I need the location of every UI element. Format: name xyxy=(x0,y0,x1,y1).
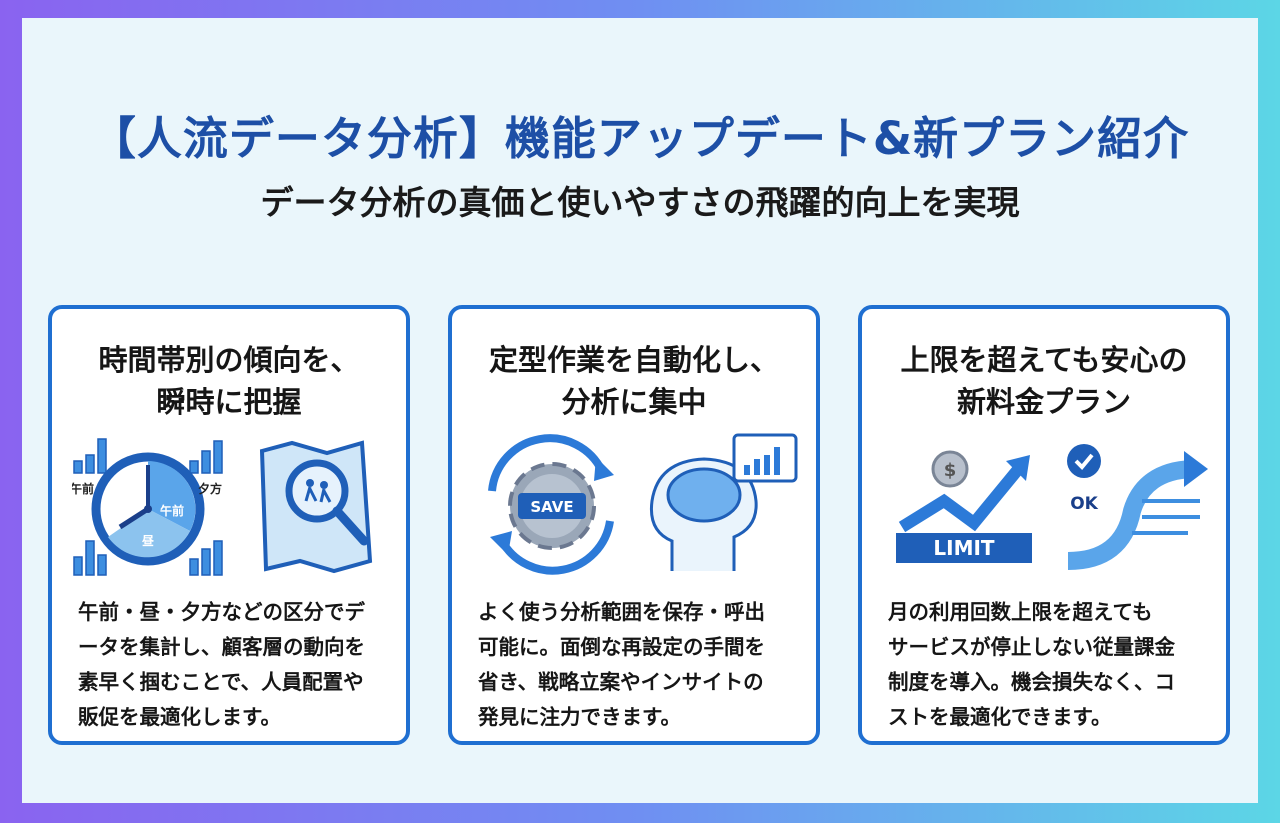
clock-map-illustration: 午前 夕方 午前 昼 xyxy=(70,431,386,581)
card-description: よく使う分析範囲を保存・呼出可能に。面倒な再設定の手間を省き、戦略立案やインサイ… xyxy=(478,600,765,729)
svg-text:夕方: 夕方 xyxy=(198,481,222,496)
svg-text:OK: OK xyxy=(1070,494,1098,514)
page-subtitle: データ分析の真価と使いやすさの飛躍的向上を実現 xyxy=(260,183,1020,222)
ok-check-icon: OK xyxy=(1067,444,1208,570)
svg-text:午前: 午前 xyxy=(160,503,184,518)
card-pricing-plan: 上限を超えても安心の新料金プラン $ LIMIT OK 月の利用回数上限を超えて… xyxy=(858,305,1230,745)
card-automation: 定型作業を自動化し、分析に集中 SAVE よく使う分析範囲を保存・呼出可能に。面… xyxy=(448,305,820,745)
limit-ok-illustration: $ LIMIT OK xyxy=(882,431,1208,581)
map-magnifier-icon xyxy=(259,440,373,574)
svg-text:午前: 午前 xyxy=(72,481,94,496)
card-heading: 時間帯別の傾向を、瞬時に把握 xyxy=(98,343,360,419)
card-description: 午前・昼・夕方などの区分でデータを集計し、顧客層の動向を素早く掴むことで、人員配… xyxy=(78,600,365,729)
card-heading: 定型作業を自動化し、分析に集中 xyxy=(488,343,779,419)
svg-text:$: $ xyxy=(944,460,957,481)
page-title: 【人流データ分析】機能アップデート&新プラン紹介 xyxy=(90,112,1190,165)
card-description: 月の利用回数上限を超えてもサービスが停止しない従量課金制度を導入。機会損失なく、… xyxy=(888,600,1175,729)
brain-chart-icon xyxy=(649,433,798,571)
card-time-analysis: 時間帯別の傾向を、瞬時に把握 午前 夕方 午前 昼 xyxy=(48,305,410,745)
svg-text:SAVE: SAVE xyxy=(530,498,573,516)
svg-text:LIMIT: LIMIT xyxy=(933,536,995,560)
gear-brain-illustration: SAVE xyxy=(472,431,798,581)
limit-arrow-icon: $ LIMIT OK xyxy=(896,444,1208,570)
save-gear-icon: SAVE xyxy=(488,433,798,575)
svg-text:昼: 昼 xyxy=(141,533,155,548)
card-heading: 上限を超えても安心の新料金プラン xyxy=(900,343,1188,419)
clock-icon: 午前 夕方 午前 昼 xyxy=(70,438,373,576)
